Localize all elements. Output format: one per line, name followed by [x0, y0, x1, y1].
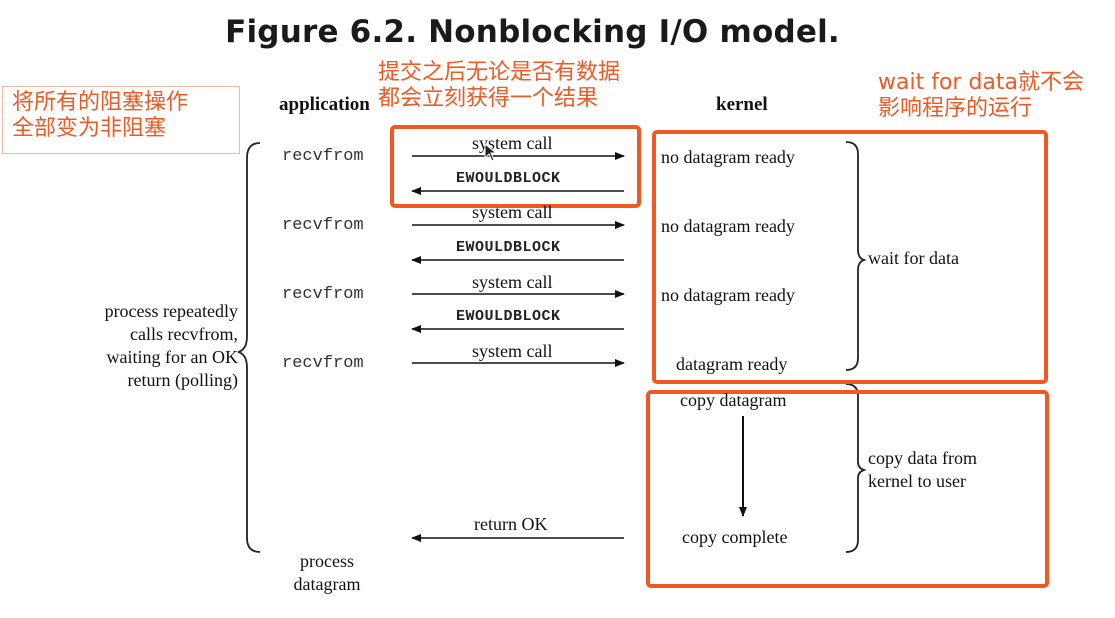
- kernel-status-4: datagram ready: [676, 354, 788, 374]
- system-call-label-1: system call: [472, 133, 553, 153]
- copy-data-line-2: kernel to user: [868, 471, 966, 491]
- ewouldblock-label-3: EWOULDBLOCK: [456, 308, 561, 325]
- recvfrom-label-2: recvfrom: [282, 216, 364, 235]
- system-call-label-2: system call: [472, 202, 553, 222]
- left-brace: [237, 142, 261, 553]
- polling-description: process repeatedly calls recvfrom, waiti…: [40, 300, 238, 392]
- recvfrom-label-1: recvfrom: [282, 147, 364, 166]
- recvfrom-label-4: recvfrom: [282, 354, 364, 373]
- left-note-line-1: 将所有的阻塞操作: [12, 90, 189, 115]
- copy-datagram-label: copy datagram: [680, 390, 787, 410]
- polling-line-2: calls recvfrom,: [40, 323, 238, 346]
- left-note-line-2: 全部变为非阻塞: [12, 116, 167, 141]
- right-note: wait for data就不会 影响程序的运行: [878, 70, 1084, 122]
- copy-data-label: copy data from kernel to user: [868, 447, 977, 493]
- left-note-box: [2, 86, 240, 154]
- cursor-icon: [484, 143, 498, 162]
- ewouldblock-label-2: EWOULDBLOCK: [456, 239, 561, 256]
- right-note-line-2: 影响程序的运行: [878, 96, 1033, 121]
- wait-for-data-highlight-box: [652, 130, 1048, 384]
- process-line-2: datagram: [293, 574, 361, 594]
- process-line-1: process: [300, 551, 354, 571]
- system-call-label-4: system call: [472, 341, 553, 361]
- middle-note-line-2: 都会立刻获得一个结果: [378, 86, 599, 111]
- left-note: 将所有的阻塞操作 全部变为非阻塞: [12, 90, 188, 142]
- system-call-highlight-box: [390, 125, 641, 208]
- application-header: application: [279, 94, 370, 115]
- wait-for-data-label: wait for data: [868, 248, 959, 268]
- return-ok-label: return OK: [474, 514, 548, 534]
- polling-line-1: process repeatedly: [104, 301, 238, 321]
- kernel-status-2: no datagram ready: [661, 216, 795, 236]
- recvfrom-label-3: recvfrom: [282, 285, 364, 304]
- copy-data-line-1: copy data from: [868, 448, 977, 468]
- wait-brace: [845, 141, 867, 371]
- middle-note: 提交之后无论是否有数据 都会立刻获得一个结果: [378, 60, 620, 112]
- copy-complete-label: copy complete: [682, 527, 788, 547]
- copy-data-highlight-box: [646, 390, 1049, 588]
- kernel-status-3: no datagram ready: [661, 285, 795, 305]
- kernel-status-1: no datagram ready: [661, 147, 795, 167]
- process-datagram-label: process datagram: [262, 550, 392, 596]
- polling-line-2-text: calls recvfrom,: [130, 324, 238, 344]
- figure-title: Figure 6.2. Nonblocking I/O model.: [225, 14, 840, 50]
- right-note-line-1: wait for data就不会: [878, 70, 1085, 95]
- polling-line-4: return (polling): [127, 370, 238, 390]
- middle-note-line-1: 提交之后无论是否有数据: [378, 60, 621, 85]
- polling-line-3: waiting for an OK: [106, 347, 238, 367]
- ewouldblock-label-1: EWOULDBLOCK: [456, 170, 561, 187]
- kernel-header: kernel: [716, 94, 768, 115]
- system-call-label-3: system call: [472, 272, 553, 292]
